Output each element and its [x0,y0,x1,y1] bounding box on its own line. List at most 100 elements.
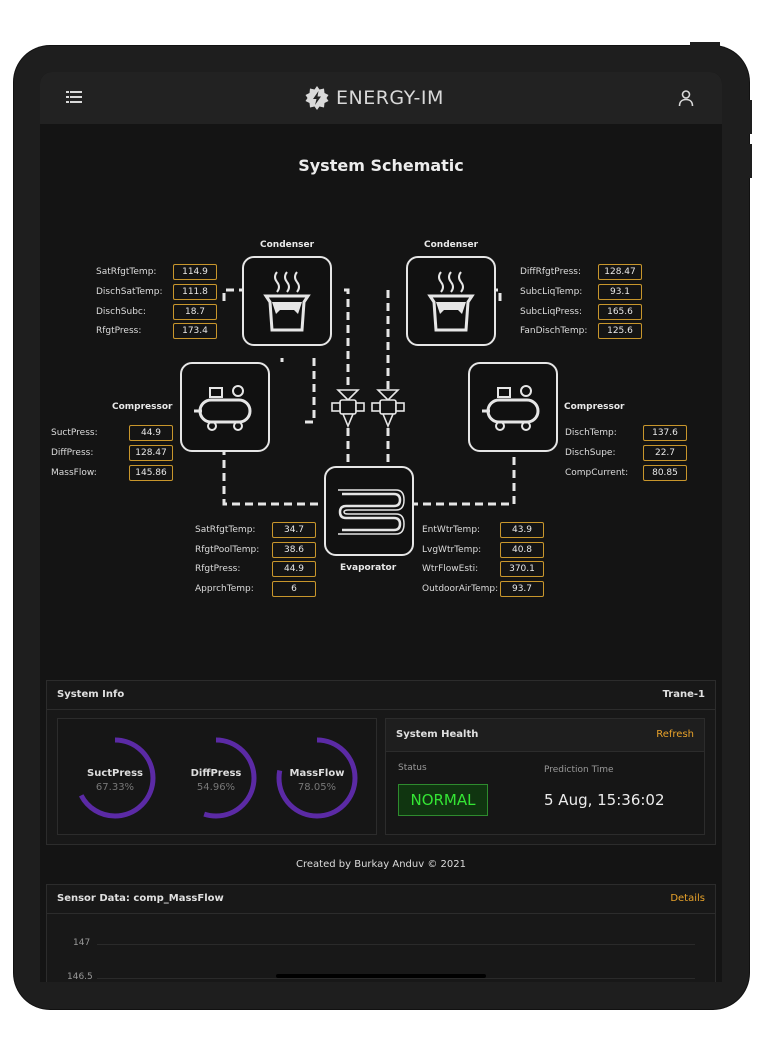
evaporator-coil-icon [338,489,405,535]
prediction-time-label: Prediction Time [544,765,614,775]
reading-label: WtrFlowEsti: [422,564,479,574]
system-info-header: System Info Trane-1 [47,681,715,710]
reading-label: MassFlow: [51,468,97,478]
left-compressor-title: Compressor [112,402,173,412]
unit-name: Trane-1 [662,689,705,700]
gauge-arc [74,737,156,819]
gauge-label: DiffPress [190,768,242,779]
system-health-title: System Health [396,729,479,740]
reading-value: 22.7 [643,445,687,461]
left-condenser-title: Condenser [260,240,315,250]
reading-value: 93.1 [598,284,642,300]
gear-bolt-icon [305,86,329,110]
system-info-title: System Info [57,689,125,700]
reading-label: SubcLiqPress: [520,307,583,317]
evaporator-title: Evaporator [340,563,397,573]
reading-value: 38.6 [272,542,316,558]
user-icon[interactable] [677,89,695,107]
condenser-icon [427,271,475,332]
menu-icon[interactable] [66,90,82,104]
right-condenser-title: Condenser [424,240,479,250]
refresh-link[interactable]: Refresh [656,729,694,740]
gauge-label: SuctPress [87,768,143,779]
gridline [97,944,695,945]
right-compressor-unit[interactable] [468,362,558,452]
footer-credit: Created by Burkay Anduv © 2021 [296,859,466,870]
status-badge: NORMAL [398,784,488,816]
sensor-data-header: Sensor Data: comp_MassFlow Details [47,885,715,914]
system-schematic [222,288,516,506]
gauge-arc [276,737,358,819]
reading-label: SubcLiqTemp: [520,287,583,297]
y-tick-label: 147 [73,938,91,948]
reading-value: 137.6 [643,425,687,441]
reading-label: CompCurrent: [565,468,629,478]
reading-label: DischSupe: [565,448,616,458]
gridline [97,978,695,979]
reading-value: 165.6 [598,304,642,320]
reading-value: 34.7 [272,522,316,538]
system-health-card: System Health Refresh Status NORMAL Pred… [385,718,705,835]
reading-label: RfgtPress: [195,564,241,574]
reading-label: DiffRfgtPress: [520,267,582,277]
reading-label: SuctPress: [51,428,98,438]
expansion-valve-icon [331,389,365,429]
reading-label: DischSubc: [96,307,146,317]
reading-value: 128.47 [598,264,642,280]
gauge-group: SuctPress 67.33% DiffPress 54.96% MassFl… [57,718,377,835]
reading-label: FanDischTemp: [520,326,588,336]
page-title: System Schematic [298,156,464,175]
reading-label: OutdoorAirTemp: [422,584,499,594]
left-compressor-unit[interactable] [180,362,270,452]
reading-value: 370.1 [500,561,544,577]
compressor-icon [194,385,252,431]
reading-label: SatRfgtTemp: [195,525,256,535]
reading-label: RfgtPoolTemp: [195,545,260,555]
reading-value: 145.86 [129,465,173,481]
evaporator-unit[interactable] [324,466,414,556]
status-label: Status [398,763,427,773]
reading-value: 43.9 [500,522,544,538]
sensor-data-panel: Sensor Data: comp_MassFlow Details 147 1… [46,884,716,982]
expansion-valve-icon [371,389,405,429]
reading-label: LvgWtrTemp: [422,545,482,555]
top-bar: ENERGY-IM [40,72,722,124]
home-indicator [276,974,486,978]
app-screen: ENERGY-IM System Schematic [40,72,722,982]
reading-label: ApprchTemp: [195,584,254,594]
brand-name: ENERGY-IM [336,87,444,109]
brand-logo[interactable]: ENERGY-IM [304,84,444,112]
reading-value: 93.7 [500,581,544,597]
reading-label: RfgtPress: [96,326,142,336]
reading-label: EntWtrTemp: [422,525,481,535]
gauge-value: 54.96% [196,782,236,793]
reading-value: 173.4 [173,323,217,339]
left-condenser-unit[interactable] [242,256,332,346]
gauge-arc [175,737,257,819]
tablet-side-button [690,42,720,50]
gauge-suctpress: SuctPress 67.33% [72,735,158,821]
right-condenser-unit[interactable] [406,256,496,346]
reading-value: 18.7 [173,304,217,320]
system-info-panel: System Info Trane-1 SuctPress 67.33% Dif… [46,680,716,845]
tablet-side-button [744,100,752,134]
condenser-icon [263,271,311,332]
gauge-value: 78.05% [297,782,337,793]
reading-value: 44.9 [272,561,316,577]
y-tick-label: 146.5 [67,972,93,982]
reading-value: 111.8 [173,284,217,300]
reading-value: 128.47 [129,445,173,461]
reading-label: SatRfgtTemp: [96,267,157,277]
reading-value: 114.9 [173,264,217,280]
gauge-label: MassFlow [289,768,345,779]
system-health-header: System Health Refresh [386,719,704,752]
prediction-time-value: 5 Aug, 15:36:02 [544,791,665,809]
reading-value: 6 [272,581,316,597]
gauge-value: 67.33% [95,782,135,793]
reading-value: 40.8 [500,542,544,558]
right-compressor-title: Compressor [564,402,625,412]
reading-value: 80.85 [643,465,687,481]
details-link[interactable]: Details [670,893,705,904]
sensor-data-title: Sensor Data: comp_MassFlow [57,893,224,904]
piping-lines [222,288,516,506]
